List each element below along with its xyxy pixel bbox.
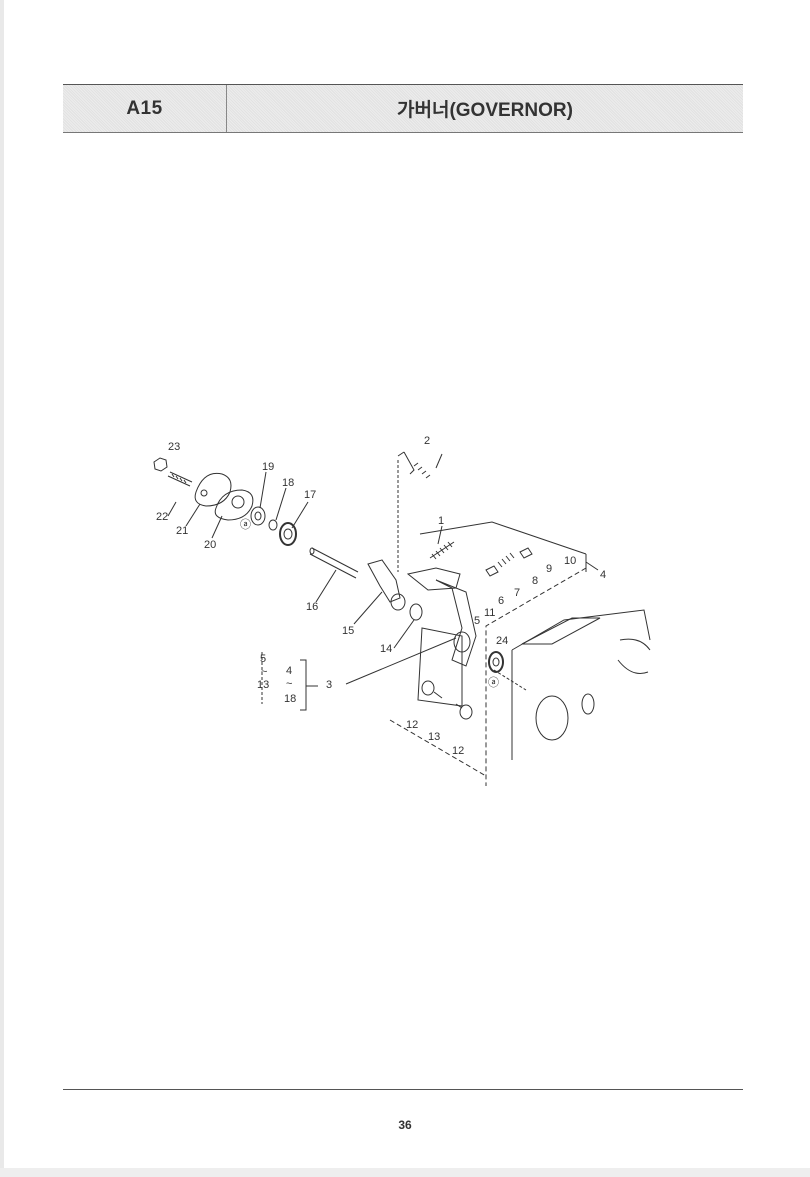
ref-mark-a-right: ⓐ: [488, 676, 499, 689]
cover-hole: [200, 489, 208, 497]
spring-hook: [397, 451, 415, 475]
part-label-13: 13: [428, 731, 440, 743]
part-label-12-a: 12: [406, 719, 418, 731]
bearing-24-drawing: [488, 651, 504, 673]
part-label-21: 21: [176, 525, 188, 537]
section-title: 가버너(GOVERNOR): [397, 100, 573, 121]
snap-ring-drawing: [268, 519, 278, 531]
gasket-drawing: [214, 489, 254, 521]
part-label-3: 3: [326, 679, 332, 691]
leader-20: [211, 515, 223, 539]
part-label-22: 22: [156, 511, 168, 523]
bracket-4: [585, 554, 599, 572]
bolt-12-b: [459, 704, 473, 720]
part-label-11: 11: [484, 607, 495, 619]
leader-10: [419, 521, 587, 555]
bearing-drawing: [250, 506, 266, 526]
spring-7-coils: [497, 552, 515, 568]
block-window: [521, 617, 601, 645]
leader-17: [291, 501, 309, 529]
part-label-12-b: 12: [452, 745, 464, 757]
leader-14: [393, 619, 415, 649]
ball-bearing-bore: [283, 528, 293, 540]
page-number: 36: [398, 1118, 412, 1132]
part-label-6: 6: [498, 595, 504, 607]
leader-18: [275, 487, 287, 521]
scan-edge-left: [0, 0, 4, 1177]
spring-1-drawing: [429, 541, 455, 560]
part-label-15: 15: [342, 625, 354, 637]
part-label-9: 9: [546, 563, 552, 575]
block-contour: [617, 638, 651, 674]
leader-19: [259, 471, 267, 509]
shaft-end: [309, 547, 315, 555]
ball-bearing-drawing: [279, 522, 297, 546]
gasket-hole: [231, 495, 245, 509]
part-label-19: 19: [262, 461, 274, 473]
engine-block-outline: [511, 609, 651, 760]
group-b-tilde: ~: [286, 678, 292, 690]
stud-thread: [171, 473, 187, 484]
leader-21: [185, 503, 201, 527]
bearing-bore: [254, 511, 262, 521]
block-port: [581, 693, 595, 715]
cover-drawing: [194, 472, 232, 507]
leader-16: [315, 569, 337, 603]
leader-3: [345, 637, 457, 685]
part-label-4: 4: [600, 569, 606, 581]
ref-mark-a-left: ⓐ: [240, 518, 251, 531]
governor-exploded-diagram: 23 22 21 20 19 18 17 16 15 14 2 1 10 4 9…: [140, 430, 660, 790]
part-label-14: 14: [380, 643, 392, 655]
leader-15: [353, 591, 383, 625]
group-bracket-right: [300, 659, 307, 711]
governor-lever-drawing: [367, 559, 401, 603]
bolt-12-a: [421, 680, 435, 696]
exploded-view-drawing: 23 22 21 20 19 18 17 16 15 14 2 1 10 4 9…: [153, 435, 651, 786]
part-label-2: 2: [424, 435, 430, 447]
footer-rule: [63, 1089, 743, 1090]
washer-drawing: [409, 603, 423, 621]
stud-drawing: [167, 471, 193, 487]
group-b-end: 18: [284, 693, 296, 705]
part-label-16: 16: [306, 601, 318, 613]
scan-edge-bottom: [0, 1168, 810, 1177]
part-label-20: 20: [204, 539, 216, 551]
leader-2: [435, 453, 443, 469]
subgroup-dashed: [389, 719, 487, 777]
subgroup-panel: [417, 627, 463, 707]
spring-2-coils: [413, 462, 431, 479]
part-label-1: 1: [438, 515, 444, 527]
nut-drawing: [153, 457, 168, 472]
dashed-boundary: [485, 567, 587, 786]
group-b-start: 4: [286, 665, 292, 677]
part-label-18: 18: [282, 477, 294, 489]
bolt-12-a-shank: [433, 691, 443, 699]
block-bore: [535, 695, 569, 741]
leader-a-dashed: [493, 669, 527, 691]
leader-1: [437, 525, 443, 545]
group-a-start: 5: [260, 653, 266, 665]
group-a-end: 13: [257, 679, 269, 691]
part-label-8: 8: [532, 575, 538, 587]
lever-hub: [390, 593, 406, 611]
shaft-drawing: [309, 547, 359, 579]
part-label-5: 5: [474, 615, 480, 627]
group-a-tilde: ~: [261, 666, 267, 678]
section-code: A15: [63, 85, 227, 132]
fork-lever-drawing: [435, 579, 477, 667]
adjust-screw-drawing: [519, 547, 533, 559]
part-label-7: 7: [514, 587, 520, 599]
bolt-12-b-shank: [455, 703, 463, 709]
section-header: A15 가버너(GOVERNOR): [63, 84, 743, 133]
leader-22: [167, 501, 177, 517]
part-label-24: 24: [496, 635, 508, 647]
bearing-24-bore: [492, 657, 500, 667]
link-plate-drawing: [406, 567, 461, 591]
part-label-17: 17: [304, 489, 316, 501]
pin-drawing: [485, 565, 499, 577]
part-label-23: 23: [168, 441, 180, 453]
part-label-10: 10: [564, 555, 576, 567]
